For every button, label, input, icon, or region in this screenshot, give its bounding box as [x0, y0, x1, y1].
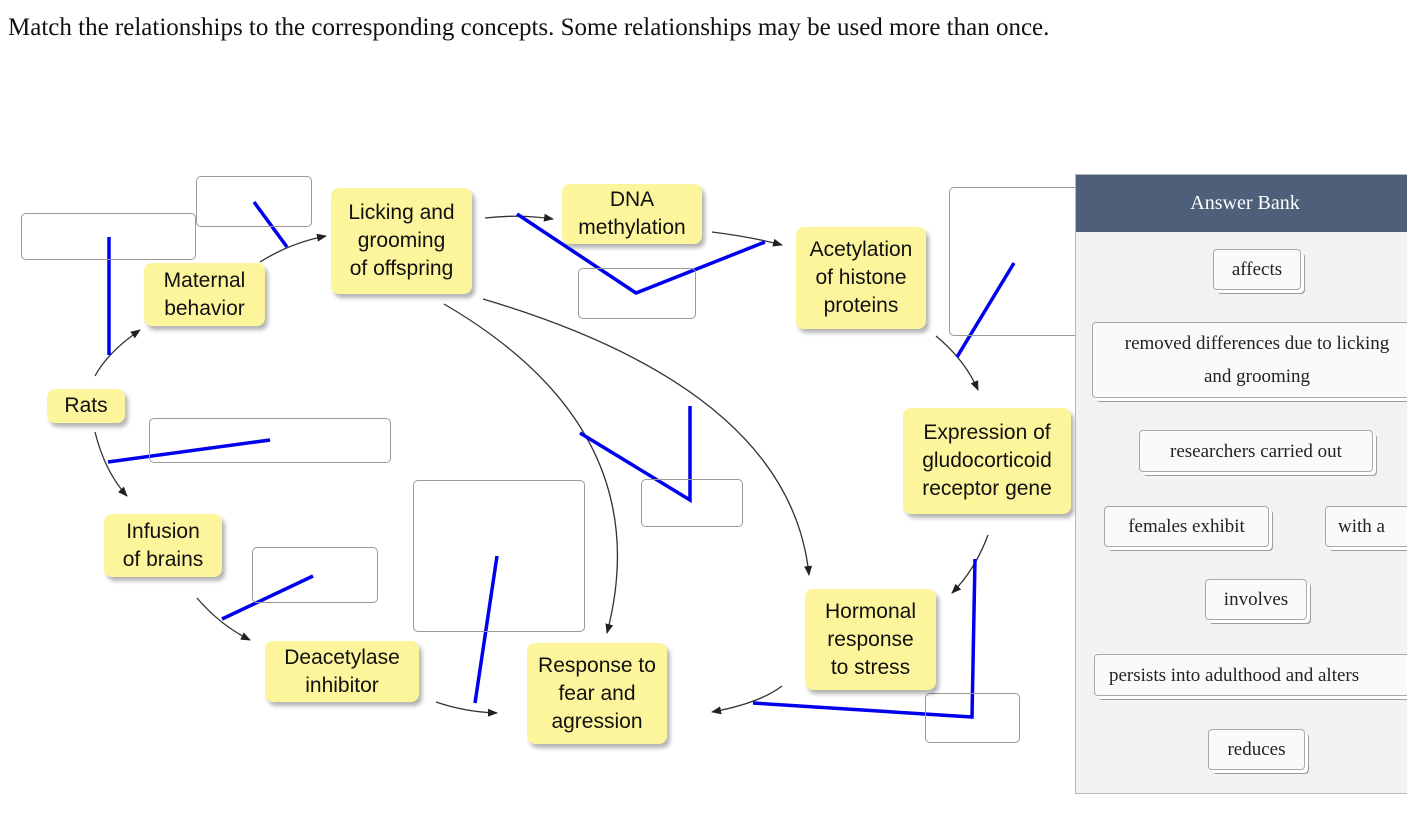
answer-chip-researchers-carried-out[interactable]: researchers carried out: [1139, 430, 1373, 472]
concept-infusion-brains: Infusion of brains: [104, 514, 222, 577]
connector-line-5: [107, 438, 271, 464]
arrow-dna-to-acetylation: [711, 231, 783, 247]
concept-expression-receptor-gene: Expression of gludocorticoid receptor ge…: [903, 408, 1071, 514]
connector-line-6: [579, 406, 692, 504]
drop-zone-rats-infusion[interactable]: [149, 418, 391, 463]
arrow-rats-to-infusion: [94, 431, 128, 497]
drop-zone-rats-maternal[interactable]: [21, 213, 196, 260]
concept-maternal-behavior: Maternal behavior: [144, 263, 265, 326]
concept-deacetylase-inhibitor: Deacetylase inhibitor: [265, 641, 419, 702]
instruction-text: Match the relationships to the correspon…: [8, 14, 1050, 41]
answer-chip-with-a[interactable]: with a: [1325, 506, 1407, 547]
arrow-infusion-to-deacetylase: [196, 597, 251, 641]
drop-zone-deacetylase-response[interactable]: [413, 480, 585, 632]
concept-rats: Rats: [47, 389, 125, 423]
answer-chip-removed-differences[interactable]: removed differences due to licking and g…: [1092, 322, 1407, 398]
drop-zone-dna-acetylation[interactable]: [578, 268, 696, 319]
drop-zone-infusion-deacetylase[interactable]: [252, 547, 378, 603]
arrow-licking-to-hormonal: [482, 298, 813, 576]
concept-hormonal-response: Hormonal response to stress: [805, 589, 936, 690]
answer-bank: Answer Bank affects removed differences …: [1075, 174, 1407, 794]
concept-dna-methylation: DNA methylation: [562, 184, 702, 244]
connector-line-3: [516, 212, 766, 295]
answer-bank-title: Answer Bank: [1076, 175, 1407, 232]
concept-acetylation-histone: Acetylation of histone proteins: [796, 227, 926, 329]
connector-line-2: [252, 200, 289, 249]
answer-chip-affects[interactable]: affects: [1213, 249, 1301, 290]
answer-chip-females-exhibit[interactable]: females exhibit: [1104, 506, 1269, 547]
drop-zone-maternal-licking[interactable]: [196, 176, 312, 227]
arrow-hormonal-to-response: [711, 685, 783, 715]
connector-line-8: [473, 555, 499, 704]
concept-licking-grooming: Licking and grooming of offspring: [331, 188, 472, 294]
arrow-acetylation-to-expression: [935, 335, 979, 391]
arrow-licking-to-response: [443, 303, 619, 634]
drop-zone-acetylation-expression[interactable]: [949, 187, 1084, 336]
connector-line-4: [955, 262, 1016, 358]
drop-zone-licking-response[interactable]: [641, 479, 743, 527]
answer-chip-persists-into-adulthood[interactable]: persists into adulthood and alters: [1094, 654, 1407, 696]
connector-line-9: [752, 558, 977, 719]
concept-map-connectors: [94, 200, 1016, 719]
arrow-deacetylase-to-response: [435, 701, 498, 717]
answer-chip-reduces[interactable]: reduces: [1208, 729, 1305, 770]
drop-zone-hormonal-response[interactable]: [925, 693, 1020, 743]
arrow-maternal-to-licking: [259, 233, 327, 263]
arrow-rats-to-maternal: [94, 329, 141, 377]
connector-line-7: [221, 574, 314, 621]
arrow-expression-to-hormonal: [951, 534, 989, 594]
concept-response-fear: Response to fear and agression: [527, 643, 667, 744]
answer-chip-involves[interactable]: involves: [1205, 579, 1307, 620]
